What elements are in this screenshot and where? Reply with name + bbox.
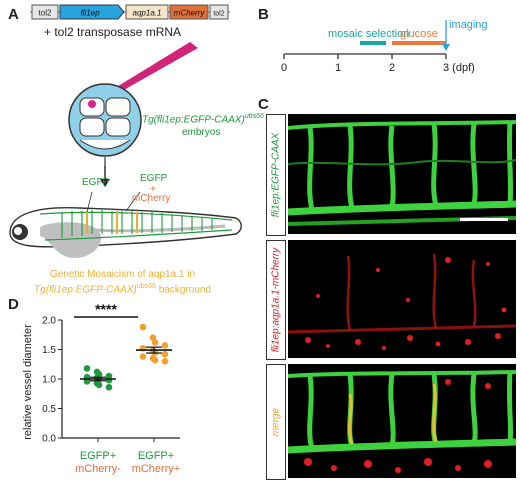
x-category-1-line1: EGFP+ [79,450,117,462]
data-point [105,376,113,384]
row2-label: fli1ep:aqp1a.1-mCherry [270,247,282,353]
data-point [151,356,159,364]
row3-label-box: merge [266,364,286,480]
imaging-arrow-icon [442,44,450,51]
panel-a-letter: A [8,6,19,23]
caption-tail: background [155,284,211,296]
construct-label-aqp1a1: aqp1a.1 [133,9,162,18]
panel-a-caption: Genetic Mosaicism of aqp1a.1 in Tg(fli1e… [0,269,245,296]
data-point [105,383,113,391]
x-category-1-line2: mCherry- [75,463,121,475]
data-point [161,342,169,349]
row2-label-box: fli1ep:aqp1a.1-mCherry [266,240,286,360]
y-tick-label: 0.0 [42,434,56,445]
row1-label-box: fli1ep:EGFP-CAAX [266,114,286,236]
y-axis-label: relative vessel diameter [22,324,34,440]
timeline: mosaic selection glucose imaging 0 1 2 3… [281,19,488,74]
glucose-bar [392,41,446,45]
x-category-2-line1: EGFP+ [137,450,175,462]
data-point [95,381,103,389]
egfp-mcherry-label-mcherry: mCherry [132,193,171,204]
tick-2: 2 [389,62,395,74]
zebrafish-larva-illustration [9,191,242,258]
imaging-label: imaging [449,19,488,31]
scale-bar [460,218,508,221]
tick-1: 1 [335,62,341,74]
y-axis-label-box: relative vessel diameter [20,320,36,444]
panel-b-letter: B [258,6,269,23]
mosaic-selection-bar [360,41,386,45]
construct-label-tol2-left: tol2 [39,9,52,18]
panel-d-letter: D [8,296,19,313]
x-category-1: EGFP+ mCherry- [68,450,128,476]
tick-0: 0 [281,62,287,74]
row3-label: merge [270,407,282,437]
data-point [161,350,169,358]
glucose-label: glucose [400,28,438,40]
embryo-illustration [68,42,198,168]
row1-label: fli1ep:EGFP-CAAX [270,132,282,218]
egfp-mcherry-label-plus: + [150,184,156,195]
egfp-mcherry-label-egfp: EGFP [140,173,168,184]
arrow-down-icon [100,166,110,187]
x-category-2-line2: mCherry+ [131,463,181,475]
caption-line-name: Tg(fli1ep:EGFP-CAAX) [34,284,137,296]
injection-text: + tol2 transposase mRNA [44,25,182,39]
construct-diagram: tol2 fli1ep aqp1a.1 mCherry tol2 [30,4,230,20]
data-point [83,365,91,372]
y-tick-label: 0.5 [42,404,56,415]
merge-micrograph [288,364,516,478]
egfp-micrograph [288,114,516,234]
transgenic-line-label: Tg(fli1ep:EGFP-CAAX)ubs66 [142,113,264,125]
panel-a-caption-line2: Tg(fli1ep:EGFP-CAAX)ubs66 background [0,281,245,296]
y-tick-label: 2.0 [42,316,56,327]
significance-label: **** [95,301,117,317]
data-point [161,358,169,365]
mosaic-selection-label: mosaic selection [328,28,409,40]
mcherry-micrograph [288,240,516,358]
panel-c-letter: C [258,96,269,113]
egfp-label: EGFP [82,177,110,188]
construct-label-tol2-right: tol2 [213,11,224,18]
embryos-label: embryos [182,127,221,138]
caption-allele: ubs66 [136,283,156,290]
construct-label-fli1ep: fli1ep [80,9,100,18]
x-category-2: EGFP+ mCherry+ [126,450,186,476]
construct-label-mcherry: mCherry [174,9,206,18]
data-point [139,353,147,360]
vessel-diameter-chart: 0.0 0.5 1.0 1.5 2.0 **** [42,301,180,445]
y-tick-label: 1.0 [42,375,56,386]
tick-3: 3 (dpf) [443,62,475,74]
transgenic-line-name: Tg(fli1ep:EGFP-CAAX) [142,114,245,126]
data-point [139,323,147,331]
data-point [151,339,159,346]
y-tick-label: 1.5 [42,345,56,356]
transgenic-allele: ubs66 [244,113,264,120]
panel-a-caption-line1: Genetic Mosaicism of aqp1a.1 in [49,269,196,280]
